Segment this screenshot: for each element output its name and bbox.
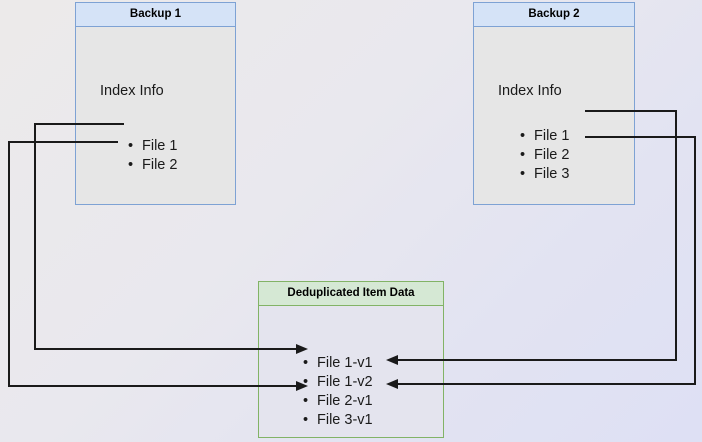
node-deduplicated-item-data-header: Deduplicated Item Data [259,282,443,306]
list-item: File 1 [520,127,569,146]
dedup-file-list: File 1-v1 File 1-v2 File 2-v1 File 3-v1 [303,354,373,430]
list-item: File 3 [520,165,569,184]
node-backup-1-header: Backup 1 [76,3,235,27]
backup-2-file-list: File 1 File 2 File 3 [520,127,569,184]
list-item: File 3-v1 [303,411,373,430]
node-backup-2-body: Index Info File 1 File 2 File 3 [474,27,634,204]
node-backup-1-body: Index Info File 1 File 2 [76,27,235,204]
list-item: File 2-v1 [303,392,373,411]
list-item: File 1 [128,137,177,156]
node-deduplicated-item-data[interactable]: Deduplicated Item Data File 1-v1 File 1-… [258,281,444,438]
list-item: File 2 [520,146,569,165]
node-backup-1[interactable]: Backup 1 Index Info File 1 File 2 [75,2,236,205]
list-item: File 1-v1 [303,354,373,373]
backup-1-index-info-label: Index Info [100,83,164,99]
node-deduplicated-item-data-body: File 1-v1 File 1-v2 File 2-v1 File 3-v1 [259,306,443,437]
backup-2-index-info-label: Index Info [498,83,562,99]
list-item: File 1-v2 [303,373,373,392]
node-backup-2[interactable]: Backup 2 Index Info File 1 File 2 File 3 [473,2,635,205]
list-item: File 2 [128,156,177,175]
node-backup-2-header: Backup 2 [474,3,634,27]
backup-1-file-list: File 1 File 2 [128,137,177,175]
